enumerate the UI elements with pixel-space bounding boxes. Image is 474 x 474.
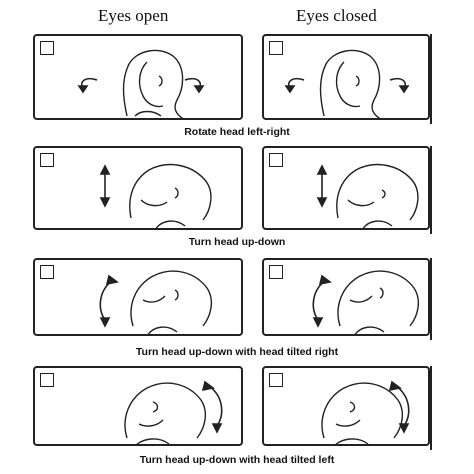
panel-row3-eyes-open [33, 258, 243, 336]
caption-row2: Turn head up-down [188, 236, 286, 248]
panel-row1-eyes-open [33, 34, 243, 120]
divider-rule-row1 [430, 34, 432, 124]
caption-row3: Turn head up-down with head tilted right [135, 346, 339, 358]
checkbox-row1-closed[interactable] [269, 41, 283, 55]
checkbox-row4-open[interactable] [40, 373, 54, 387]
curved-arrow-icon [388, 380, 410, 434]
curved-arrow-icon [312, 274, 332, 328]
checkbox-row4-closed[interactable] [269, 373, 283, 387]
head-sketch-icon [99, 163, 212, 228]
head-sketch-icon [312, 270, 420, 334]
divider-rule-row3 [430, 258, 432, 340]
rotation-arrow-icon [284, 77, 410, 94]
divider-rule-row4 [430, 366, 432, 450]
caption-row1: Rotate head left-right [184, 126, 290, 138]
panel-row1-eyes-closed [262, 34, 430, 120]
checkbox-row2-open[interactable] [40, 153, 54, 167]
head-sketch-icon [99, 270, 213, 334]
vertical-arrow-icon [316, 164, 328, 208]
divider-rule-row2 [430, 146, 432, 234]
panel-row4-eyes-closed [262, 366, 430, 446]
panel-row4-eyes-open [33, 366, 243, 446]
checkbox-row3-open[interactable] [40, 265, 54, 279]
head-sketch-icon [316, 163, 419, 228]
curved-arrow-icon [99, 274, 119, 328]
head-sketch-icon [124, 380, 223, 444]
checkbox-row1-open[interactable] [40, 41, 54, 55]
panel-row2-eyes-closed [262, 146, 430, 230]
rotation-arrow-icon [77, 77, 205, 94]
checkbox-row2-closed[interactable] [269, 153, 283, 167]
head-sketch-icon [284, 49, 410, 118]
head-sketch-icon [321, 380, 410, 444]
panel-row2-eyes-open [33, 146, 243, 230]
caption-row4: Turn head up-down with head tilted left [139, 454, 335, 466]
curved-arrow-icon [201, 380, 223, 434]
column-header-eyes-open: Eyes open [98, 6, 169, 25]
checkbox-row3-closed[interactable] [269, 265, 283, 279]
column-header-eyes-closed: Eyes closed [296, 6, 377, 25]
vertical-arrow-icon [99, 164, 111, 208]
panel-row3-eyes-closed [262, 258, 430, 336]
head-sketch-icon [77, 49, 205, 118]
